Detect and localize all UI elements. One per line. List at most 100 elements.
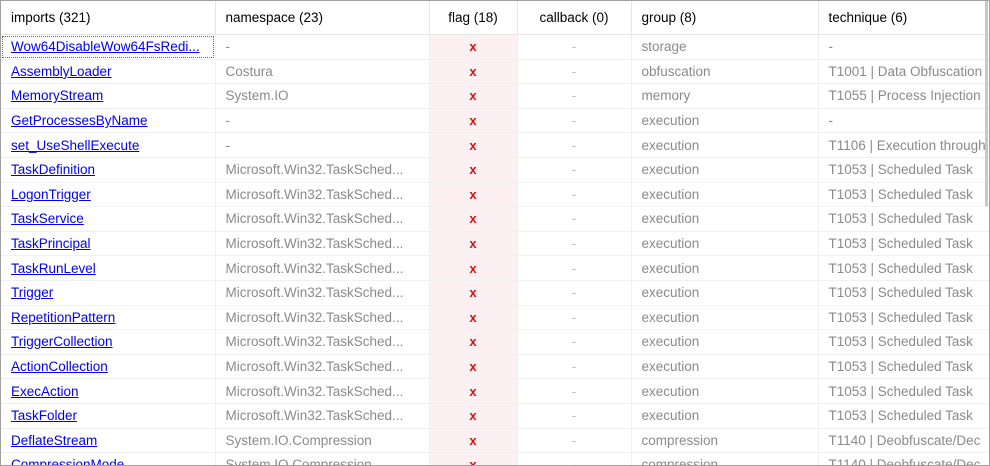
namespace-cell: Microsoft.Win32.TaskSched... xyxy=(215,255,430,281)
flag-icon: x xyxy=(429,108,518,134)
namespace-cell: Microsoft.Win32.TaskSched... xyxy=(215,378,430,404)
technique-cell: T1053 | Scheduled Task xyxy=(818,206,989,232)
column-header-callback[interactable]: callback (0) xyxy=(517,1,632,35)
flag-icon: x xyxy=(429,34,518,60)
namespace-cell: Microsoft.Win32.TaskSched... xyxy=(215,206,430,232)
import-link[interactable]: RepetitionPattern xyxy=(11,309,116,325)
import-cell: LogonTrigger xyxy=(1,182,216,208)
flag-icon: x xyxy=(429,132,518,158)
import-cell: Trigger xyxy=(1,280,216,306)
callback-cell: - xyxy=(517,206,632,232)
namespace-cell: System.IO.Compression xyxy=(215,428,430,454)
import-link[interactable]: TaskDefinition xyxy=(11,162,96,178)
flag-icon: x xyxy=(429,452,518,465)
flag-icon: x xyxy=(429,280,518,306)
group-cell: execution xyxy=(631,354,819,380)
import-link[interactable]: CompressionMode xyxy=(11,457,125,466)
import-cell: MemoryStream xyxy=(1,83,216,109)
flag-icon: x xyxy=(429,206,518,232)
technique-cell: T1053 | Scheduled Task xyxy=(818,280,989,306)
technique-cell: T1001 | Data Obfuscation xyxy=(818,59,989,85)
import-link[interactable]: DeflateStream xyxy=(11,432,98,448)
import-cell: RepetitionPattern xyxy=(1,305,216,331)
group-cell: execution xyxy=(631,403,819,429)
import-cell: GetProcessesByName xyxy=(1,108,216,134)
callback-cell: - xyxy=(517,354,632,380)
flag-icon: x xyxy=(429,182,518,208)
import-link[interactable]: AssemblyLoader xyxy=(11,63,112,79)
column-header-technique[interactable]: technique (6) xyxy=(818,1,989,35)
import-link[interactable]: set_UseShellExecute xyxy=(11,137,140,153)
import-link[interactable]: ExecAction xyxy=(11,383,79,399)
column-header-flag[interactable]: flag (18) xyxy=(429,1,518,35)
flag-icon: x xyxy=(429,157,518,183)
import-cell: TaskFolder xyxy=(1,403,216,429)
technique-cell: T1053 | Scheduled Task xyxy=(818,182,989,208)
flag-icon: x xyxy=(429,329,518,355)
import-link[interactable]: TriggerCollection xyxy=(11,334,113,350)
import-link[interactable]: TaskPrincipal xyxy=(11,236,91,252)
table-row[interactable]: TaskRunLevel Microsoft.Win32.TaskSched...… xyxy=(1,255,989,281)
import-link[interactable]: TaskService xyxy=(11,211,84,227)
callback-cell: - xyxy=(517,59,632,85)
flag-icon: x xyxy=(429,255,518,281)
import-link[interactable]: Trigger xyxy=(11,285,54,301)
technique-cell: T1053 | Scheduled Task xyxy=(818,157,989,183)
flag-icon: x xyxy=(429,378,518,404)
column-header-imports[interactable]: imports (321) xyxy=(1,1,216,35)
column-header-group[interactable]: group (8) xyxy=(631,1,819,35)
import-link[interactable]: Wow64DisableWow64FsRedi... xyxy=(11,39,200,55)
import-link[interactable]: TaskFolder xyxy=(11,408,78,424)
table-row[interactable]: RepetitionPattern Microsoft.Win32.TaskSch… xyxy=(1,305,989,331)
technique-cell: T1053 | Scheduled Task xyxy=(818,329,989,355)
callback-cell: - xyxy=(517,452,632,465)
table-row[interactable]: TaskService Microsoft.Win32.TaskSched...x… xyxy=(1,206,989,232)
callback-cell: - xyxy=(517,157,632,183)
group-cell: compression xyxy=(631,452,819,465)
namespace-cell: - xyxy=(215,132,430,158)
import-link[interactable]: GetProcessesByName xyxy=(11,113,148,129)
callback-cell: - xyxy=(517,182,632,208)
namespace-cell: Microsoft.Win32.TaskSched... xyxy=(215,157,430,183)
group-cell: execution xyxy=(631,132,819,158)
import-link[interactable]: LogonTrigger xyxy=(11,186,91,202)
import-link[interactable]: TaskRunLevel xyxy=(11,260,96,276)
vertical-scrollbar[interactable] xyxy=(985,1,988,206)
technique-cell: - xyxy=(818,108,989,134)
callback-cell: - xyxy=(517,329,632,355)
technique-cell: T1053 | Scheduled Task xyxy=(818,255,989,281)
import-cell: ActionCollection xyxy=(1,354,216,380)
table-row[interactable]: GetProcessesByName-x-execution- xyxy=(1,108,989,134)
import-cell: AssemblyLoader xyxy=(1,59,216,85)
technique-cell: T1055 | Process Injection xyxy=(818,83,989,109)
import-link[interactable]: MemoryStream xyxy=(11,88,104,104)
table-row[interactable]: Wow64DisableWow64FsRedi...-x-storage- xyxy=(1,34,989,60)
group-cell: execution xyxy=(631,255,819,281)
technique-cell: T1140 | Deobfuscate/Dec xyxy=(818,428,989,454)
import-cell: DeflateStream xyxy=(1,428,216,454)
technique-cell: T1053 | Scheduled Task xyxy=(818,378,989,404)
callback-cell: - xyxy=(517,428,632,454)
technique-cell: T1053 | Scheduled Task xyxy=(818,231,989,257)
import-link[interactable]: ActionCollection xyxy=(11,359,108,375)
table-row[interactable]: TaskDefinition Microsoft.Win32.TaskSched.… xyxy=(1,157,989,183)
column-header-namespace[interactable]: namespace (23) xyxy=(215,1,430,35)
technique-cell: T1053 | Scheduled Task xyxy=(818,403,989,429)
callback-cell: - xyxy=(517,132,632,158)
technique-cell: - xyxy=(818,34,989,60)
import-cell: TaskService xyxy=(1,206,216,232)
namespace-cell: Microsoft.Win32.TaskSched... xyxy=(215,305,430,331)
namespace-cell: System.IO.Compression xyxy=(215,452,430,465)
